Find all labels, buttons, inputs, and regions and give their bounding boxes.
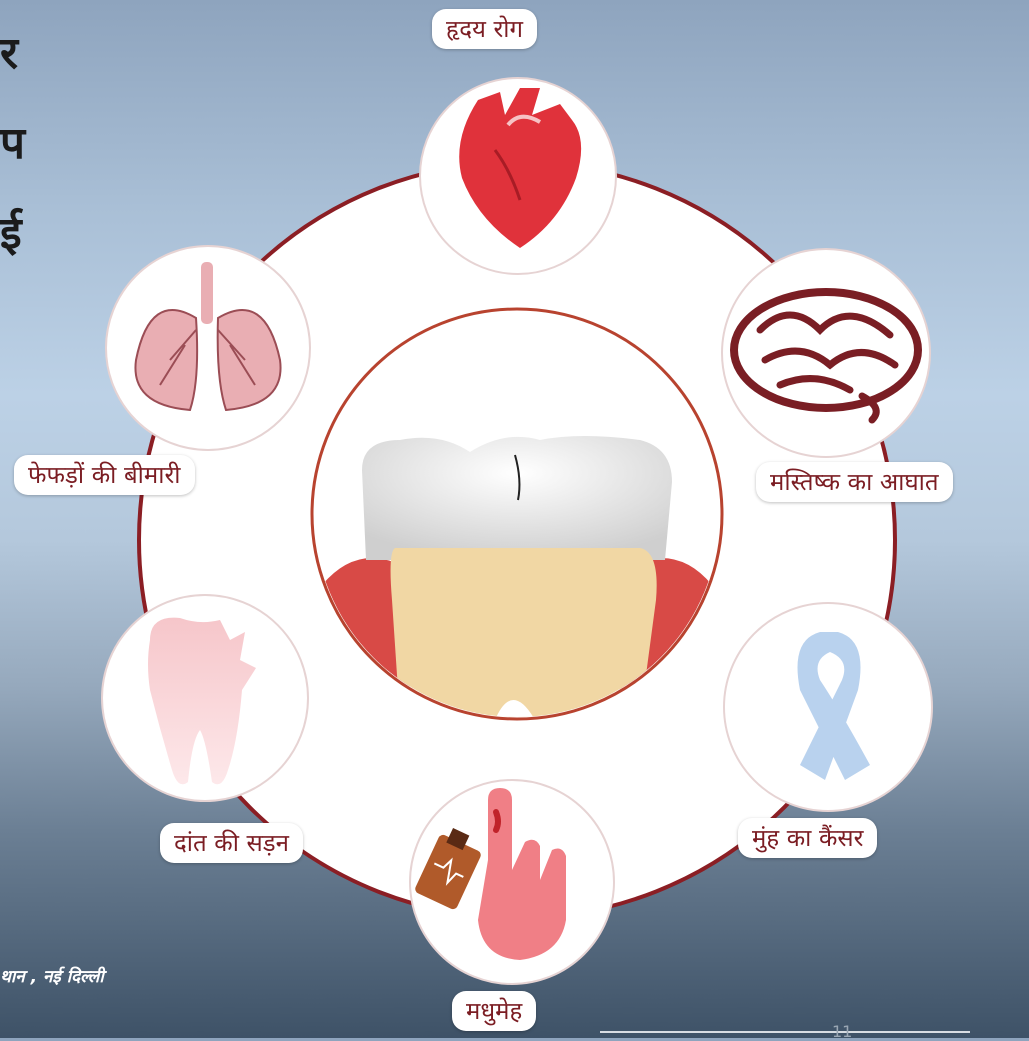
brain-node: [722, 249, 930, 457]
label-lung-disease: फेफड़ों की बीमारी: [14, 455, 195, 495]
bottom-divider: [600, 1031, 970, 1033]
diabetes-node: [410, 780, 614, 984]
lungs-node: [106, 246, 310, 450]
page-number: 11: [832, 1022, 852, 1041]
label-brain-stroke: मस्तिष्क का आघात: [756, 462, 953, 502]
tooth-cross-section: [312, 309, 722, 720]
footer-note: थान , नई दिल्ली: [0, 964, 104, 987]
label-heart-disease: हृदय रोग: [432, 9, 537, 49]
label-diabetes: मधुमेह: [452, 991, 536, 1031]
decay-node: [102, 595, 308, 801]
ribbon-node: [724, 603, 932, 811]
label-oral-cancer: मुंह का कैंसर: [738, 818, 877, 858]
label-tooth-decay: दांत की सड़न: [160, 823, 303, 863]
heart-node: [420, 78, 616, 274]
